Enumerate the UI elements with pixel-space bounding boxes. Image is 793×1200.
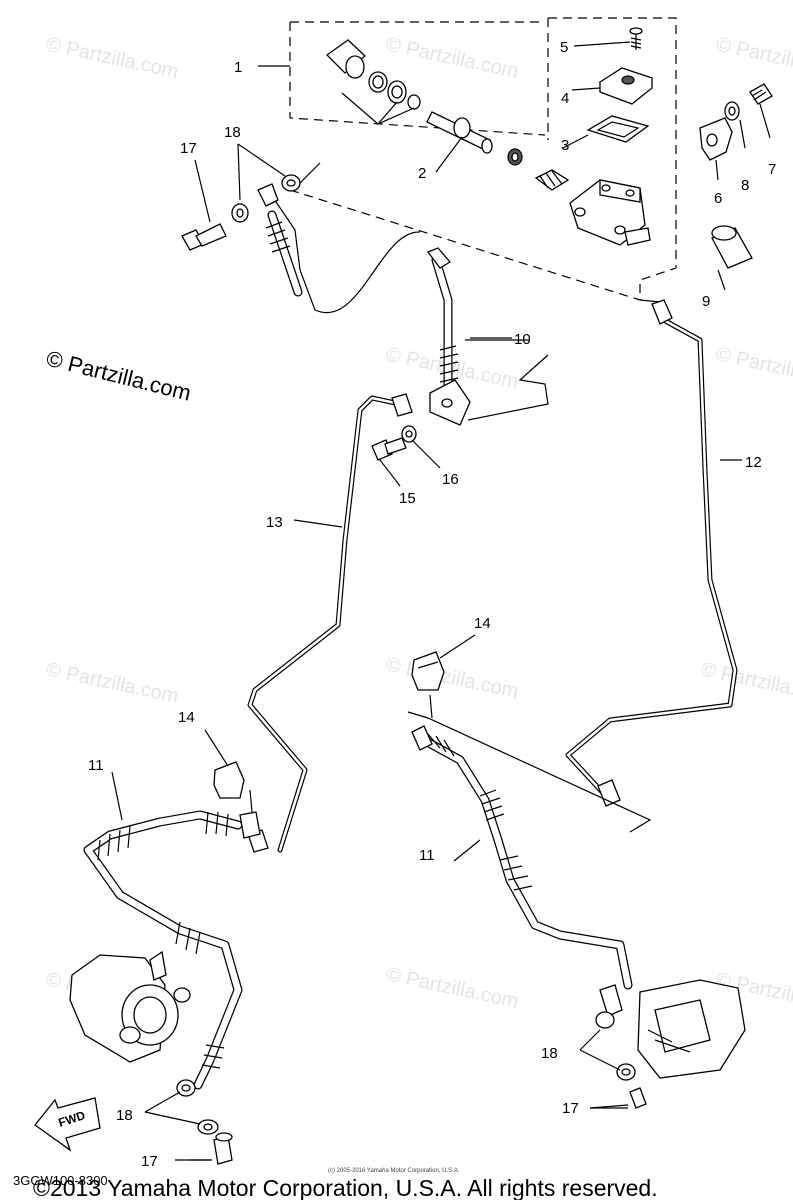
callout-16: 16: [442, 471, 459, 488]
callout-12: 12: [745, 454, 762, 471]
small-copyright-notice: (c) 2005-2016 Yamaha Motor Corporation, …: [328, 1168, 460, 1174]
callout-18-bottom-left: 18: [116, 1107, 133, 1124]
callout-14-right: 14: [474, 615, 491, 632]
callout-3: 3: [561, 137, 569, 154]
master-cylinder-kit-outline: [289, 21, 546, 136]
callout-short-leaders: [111, 339, 742, 1161]
callout-6: 6: [714, 190, 722, 207]
copper-washer-top-2: [281, 174, 301, 192]
left-banjo-hose: [257, 183, 303, 297]
leader-lines-top: [258, 41, 771, 303]
upper-brake-hose: [269, 192, 471, 426]
watermark: © Partzilla.com: [714, 33, 793, 83]
cap-screw: [629, 27, 643, 50]
watermark: © Partzilla.com: [384, 963, 520, 1013]
watermark: © Partzilla.com: [384, 653, 520, 703]
junction-bolt: [371, 437, 407, 461]
leader-lines-left-top: [194, 143, 321, 223]
callout-labels: 1 2 3 4 5 6 7 8 9 10 11 11 12 13 14 14 1…: [88, 39, 776, 1170]
holder-washer: [724, 101, 740, 121]
brake-pipe-left: [247, 393, 413, 853]
reservoir-diaphragm: [586, 115, 650, 143]
forward-arrow-icon: FWD: [34, 1097, 101, 1152]
callout-15: 15: [399, 490, 416, 507]
watermark: © Partzilla.com: [714, 343, 793, 393]
callout-9: 9: [702, 293, 710, 310]
copper-washer-top-1: [231, 203, 249, 223]
callout-14-left: 14: [178, 709, 195, 726]
brake-pipe-right: [565, 299, 738, 807]
callout-13: 13: [266, 514, 283, 531]
callout-4: 4: [561, 90, 569, 107]
copyright-footer: ©2013 Yamaha Motor Corporation, U.S.A. A…: [33, 1175, 658, 1200]
brake-caliper-left: [69, 950, 219, 1135]
banjo-bolt-bottom-left: [213, 1132, 233, 1165]
master-cylinder-assembly-outline: [289, 17, 677, 301]
clip-right-leaders: [407, 634, 652, 833]
callout-17-bottom-left: 17: [141, 1153, 158, 1170]
diagram-code: 3GGW100-8300: [13, 1173, 108, 1188]
watermark: © Partzilla.com: [44, 33, 180, 83]
junction-washer: [401, 425, 417, 443]
master-cylinder-kit: [325, 39, 523, 166]
holder-bolt: [749, 83, 773, 105]
lower-brake-hose-left: [83, 810, 261, 1090]
banjo-bolt-top: [181, 223, 227, 251]
callout-17-bottom-right: 17: [562, 1100, 579, 1117]
watermark: © Partzilla.com: [384, 33, 520, 83]
lever-holder: [699, 117, 733, 161]
callout-18-top: 18: [224, 124, 241, 141]
callout-5: 5: [560, 39, 568, 56]
watermark-large: © Partzilla.com: [44, 346, 194, 406]
callout-2: 2: [418, 165, 426, 182]
junction-leaders: [379, 337, 549, 487]
hose-clip-left: [213, 761, 245, 799]
callout-11-right: 11: [419, 847, 435, 864]
callout-7: 7: [768, 161, 776, 178]
watermark: © Partzilla.com: [699, 658, 793, 708]
watermark: © Partzilla.com: [44, 658, 180, 708]
lever-boot: [711, 225, 753, 269]
callout-8: 8: [741, 177, 749, 194]
lower-brake-hose-right: [411, 725, 633, 1017]
hose-clip-right: [411, 651, 445, 691]
callout-18-bottom-right: 18: [541, 1045, 558, 1062]
callout-1: 1: [234, 59, 242, 76]
reservoir-cap: [598, 67, 654, 105]
callout-11-left: 11: [88, 757, 104, 774]
master-cylinder-body: [534, 169, 651, 246]
brake-caliper-right: [595, 979, 746, 1109]
callout-17-top: 17: [180, 140, 197, 157]
clip-left-leaders: [204, 729, 253, 813]
